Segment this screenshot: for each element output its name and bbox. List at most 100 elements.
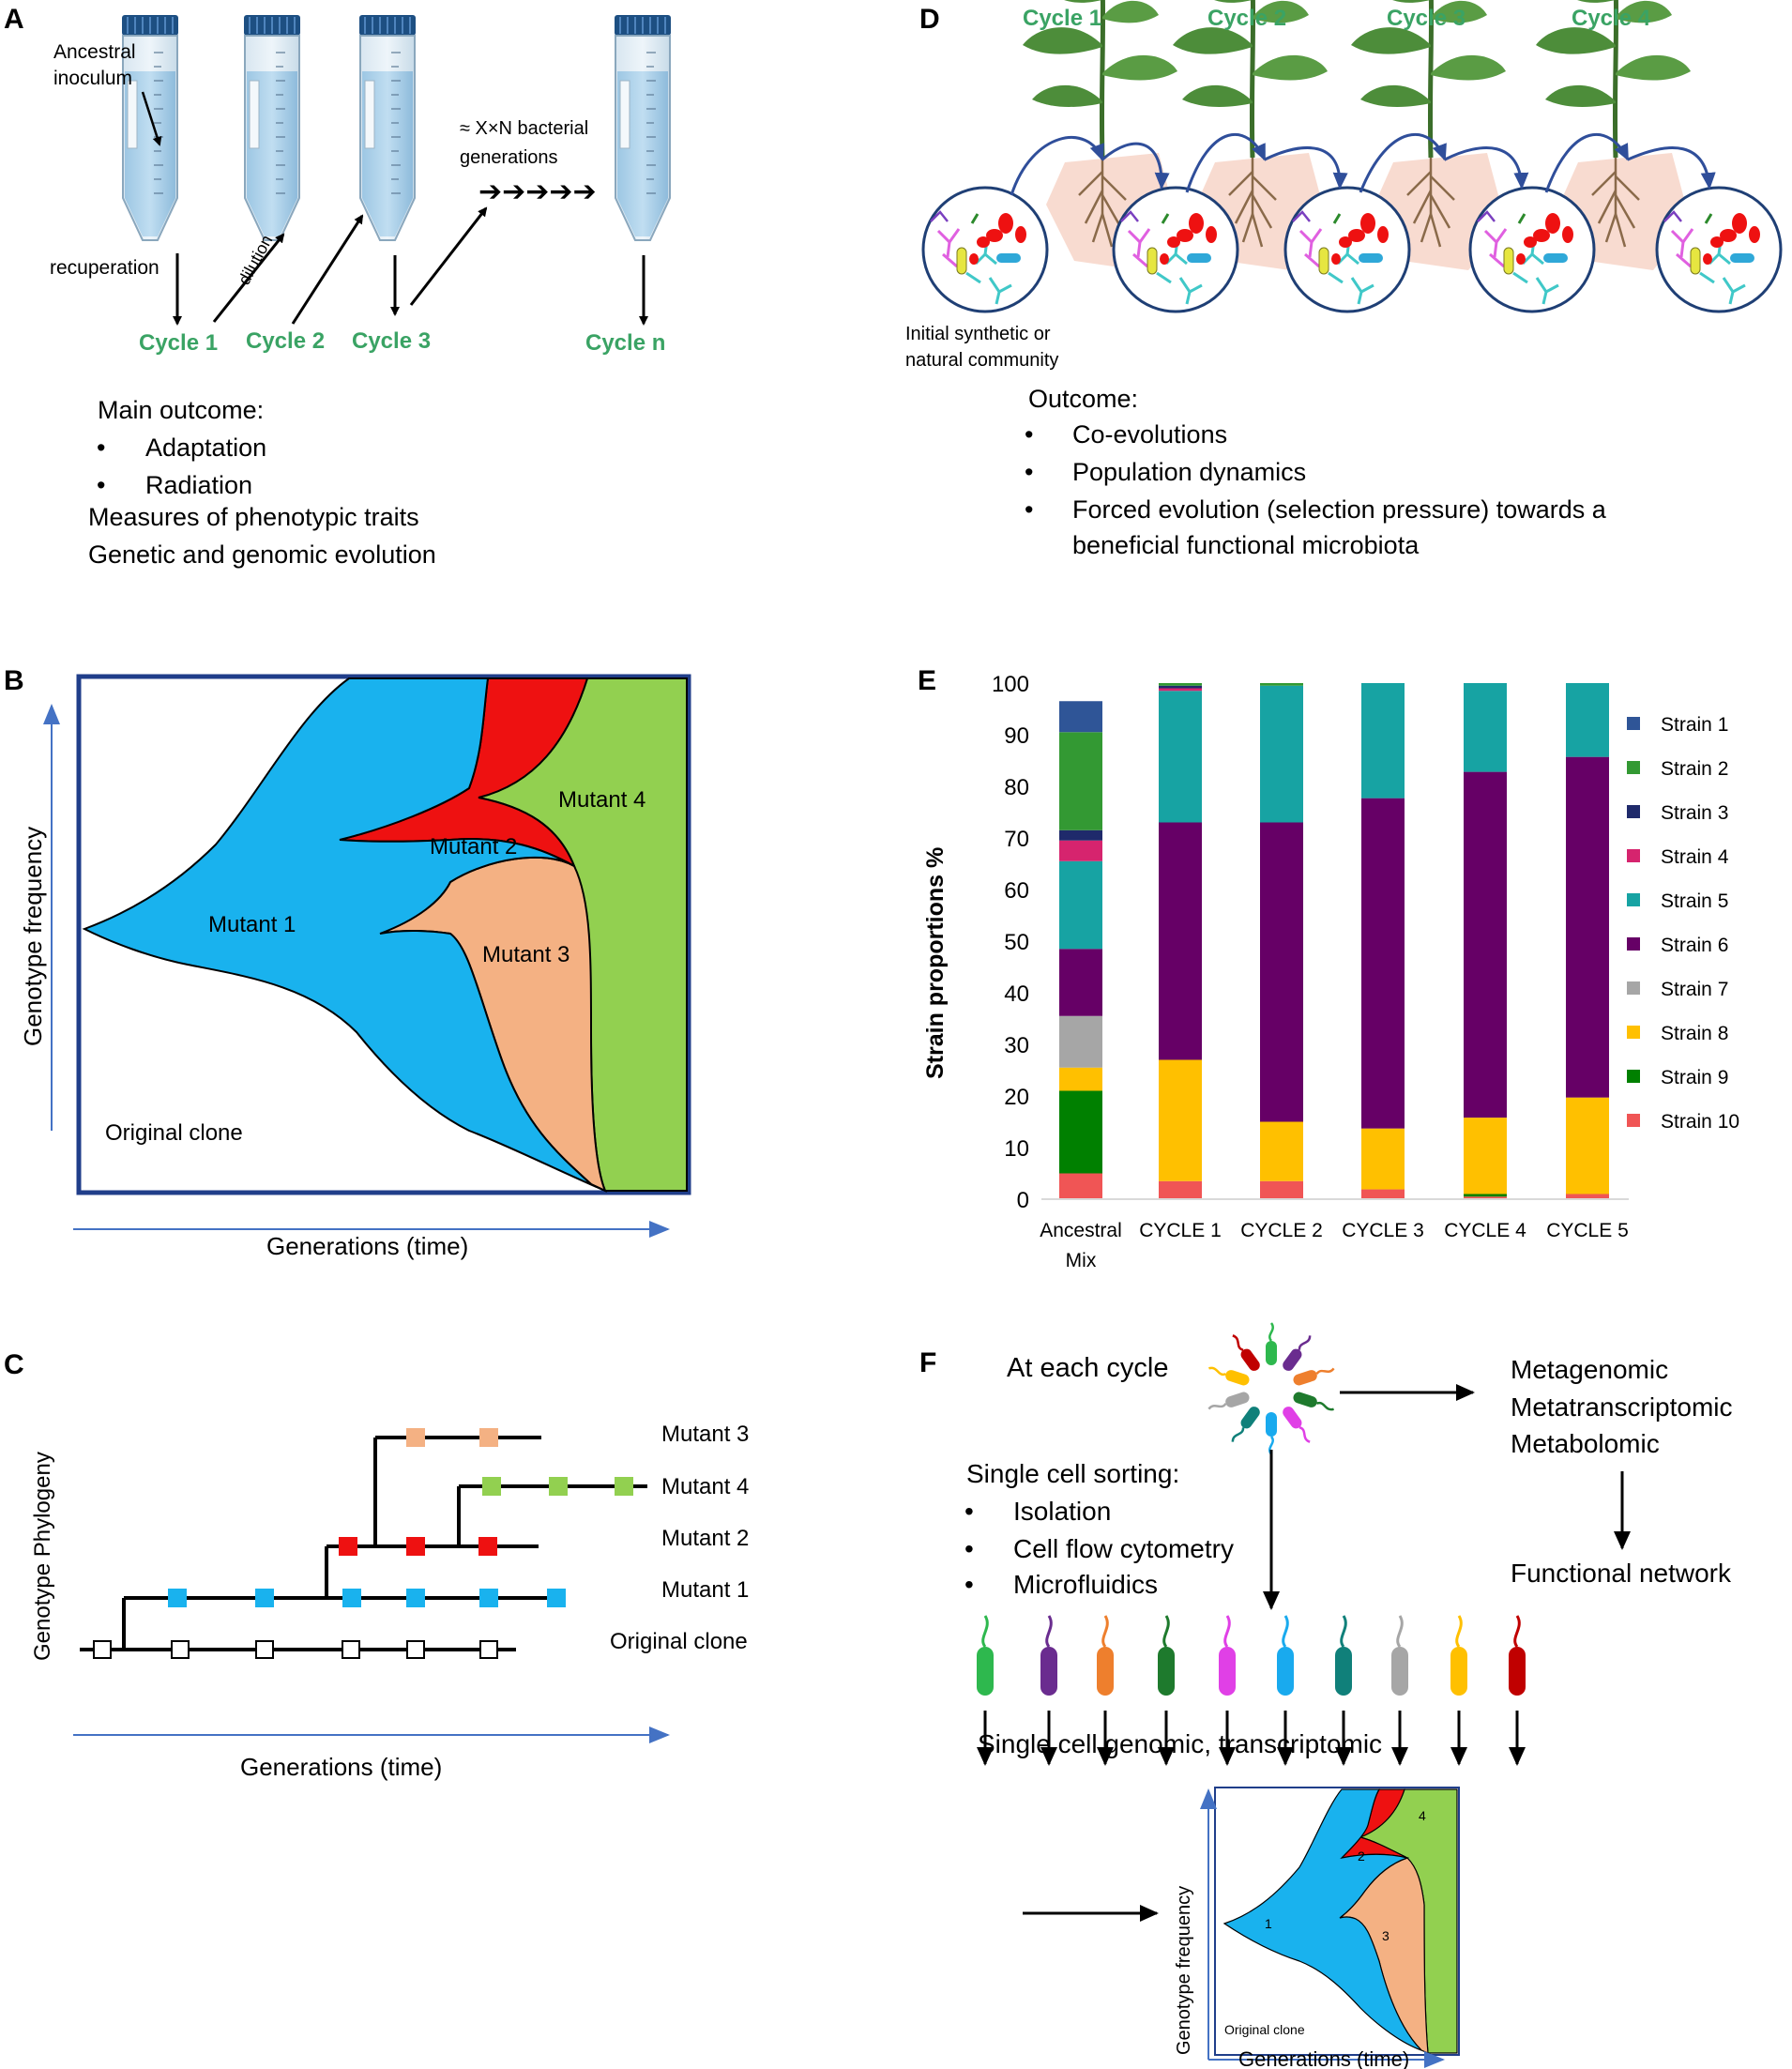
bacterial-cell	[1277, 1647, 1294, 1696]
phylo-mutant3: Mutant 3	[661, 1422, 749, 1447]
bar-segment	[1159, 688, 1202, 692]
sorting-isolation: Isolation	[1013, 1497, 1111, 1526]
legend-swatch	[1627, 849, 1640, 862]
e-x-tick-label: Mix	[1066, 1250, 1097, 1271]
panel-label-b: B	[4, 665, 24, 696]
community-cluster	[1207, 1322, 1335, 1455]
bullet-dot: •	[964, 1534, 974, 1563]
cluster-cell	[1208, 1366, 1250, 1386]
bacterial-cell	[1040, 1647, 1057, 1696]
cluster-cell	[1231, 1407, 1260, 1442]
mutant4-label: Mutant 4	[558, 787, 645, 813]
bar-segment	[1059, 1015, 1102, 1068]
bar-segment	[1059, 701, 1102, 733]
panel-a: A Ancestral inoculum ≈ X×N bacterial gen…	[4, 4, 672, 569]
bullet-dot: •	[97, 471, 105, 499]
bar-segment	[1059, 1173, 1102, 1199]
generations-line2: generations	[460, 147, 558, 168]
bacterial-cell	[1509, 1647, 1526, 1696]
panel-f: F At each cycle Metagenomic Metatranscri…	[919, 1322, 1733, 2069]
cell-flagellum	[1455, 1615, 1463, 1648]
bullet-dot: •	[964, 1497, 974, 1526]
e-y-tick-label: 40	[1004, 981, 1029, 1007]
panel-label-c: C	[4, 1349, 24, 1380]
dilution-label: dilution	[235, 232, 276, 288]
outcome-adaptation: Adaptation	[145, 434, 266, 462]
bar-segment	[1464, 1118, 1507, 1194]
legend-swatch	[1627, 1114, 1640, 1127]
cluster-cell	[1266, 1412, 1277, 1455]
bar-segment	[1361, 1128, 1405, 1190]
legend-label: Strain 7	[1661, 979, 1728, 1000]
e-y-tick-label: 10	[1004, 1136, 1029, 1162]
d-outcome-title: Outcome:	[1028, 385, 1138, 413]
legend-label: Strain 8	[1661, 1023, 1728, 1044]
bullet-dot: •	[97, 434, 105, 462]
inoculum-line1: Ancestral	[53, 41, 136, 63]
mini-mutant1-area	[1223, 1788, 1422, 2051]
mini-label-3: 3	[1382, 1928, 1390, 1943]
panel-label-a: A	[4, 4, 24, 35]
d-outcome-forced: Forced evolution (selection pressure) to…	[1072, 495, 1607, 524]
panel-label-e: E	[918, 665, 936, 696]
bacterial-cell	[1335, 1647, 1352, 1696]
mini-label-2: 2	[1358, 1848, 1365, 1864]
bar-segment	[1464, 1194, 1507, 1197]
panel-d: D Cycle 1 Cycle 2 Cycle 3 Cycle 4 Initia…	[905, 0, 1783, 559]
bacterial-cell	[977, 1647, 994, 1696]
legend-swatch	[1627, 805, 1640, 818]
cluster-cell	[1232, 1334, 1260, 1371]
bar-segment	[1260, 1121, 1303, 1181]
phylo-mutant4: Mutant 4	[661, 1474, 749, 1499]
phylo-mutant1: Mutant 1	[661, 1577, 749, 1603]
legend-label: Strain 10	[1661, 1111, 1739, 1133]
cell-flagellum	[1340, 1615, 1347, 1648]
bullet-dot: •	[1025, 420, 1033, 449]
at-each-cycle: At each cycle	[1007, 1353, 1168, 1383]
e-x-tick-label: CYCLE 3	[1342, 1220, 1424, 1241]
bar-segment	[1566, 683, 1609, 757]
panel-label-f: F	[919, 1347, 936, 1378]
cluster-cell	[1266, 1322, 1277, 1365]
d-cycle-2: Cycle 2	[1207, 6, 1286, 31]
bullet-dot: •	[1025, 458, 1033, 486]
bar-segment	[1159, 685, 1202, 689]
bar-segment	[1464, 1196, 1507, 1199]
c-y-axis-title: Genotype Phylogeny	[30, 1452, 55, 1661]
bar-segment	[1566, 1194, 1609, 1199]
single-cell-label: Single cell genomic, transcriptomic	[978, 1729, 1382, 1758]
bar-segment	[1361, 683, 1405, 799]
cell-flagellum	[1282, 1615, 1289, 1648]
cluster-cell	[1293, 1392, 1334, 1411]
e-x-tick-label: CYCLE 5	[1546, 1220, 1629, 1241]
legend-swatch	[1627, 717, 1640, 730]
cycle-1-label: Cycle 1	[139, 330, 218, 356]
cell-flagellum	[1223, 1615, 1231, 1648]
e-x-tick-label: Ancestral	[1040, 1220, 1122, 1241]
community-line1: Initial synthetic or	[905, 324, 1051, 344]
bar-segment	[1059, 1090, 1102, 1174]
e-y-tick-label: 100	[992, 672, 1029, 697]
b-x-axis-title: Generations (time)	[266, 1232, 468, 1260]
mutant2-label: Mutant 2	[430, 834, 517, 860]
cell-flagellum	[1162, 1615, 1170, 1648]
mini-y-axis-title: Genotype frequency	[1174, 1886, 1194, 2055]
d-outcome-coevolutions: Co-evolutions	[1072, 420, 1227, 449]
cell-flagellum	[1045, 1615, 1053, 1648]
bar-segment	[1059, 860, 1102, 950]
original-clone-label: Original clone	[105, 1120, 243, 1146]
bar-segment	[1260, 683, 1303, 686]
bar-segment	[1159, 1059, 1202, 1181]
mutant1-area	[82, 677, 606, 1192]
bacterial-cell	[1158, 1647, 1175, 1696]
cycle-3-label: Cycle 3	[352, 328, 431, 354]
e-x-tick-label: CYCLE 1	[1139, 1220, 1222, 1241]
panel-c: C Mutant 3	[4, 1349, 749, 1781]
bar-segment	[1059, 840, 1102, 861]
cell-flagellum	[981, 1615, 989, 1648]
d-cycle-3: Cycle 3	[1387, 6, 1465, 31]
bar-segment	[1566, 1097, 1609, 1194]
